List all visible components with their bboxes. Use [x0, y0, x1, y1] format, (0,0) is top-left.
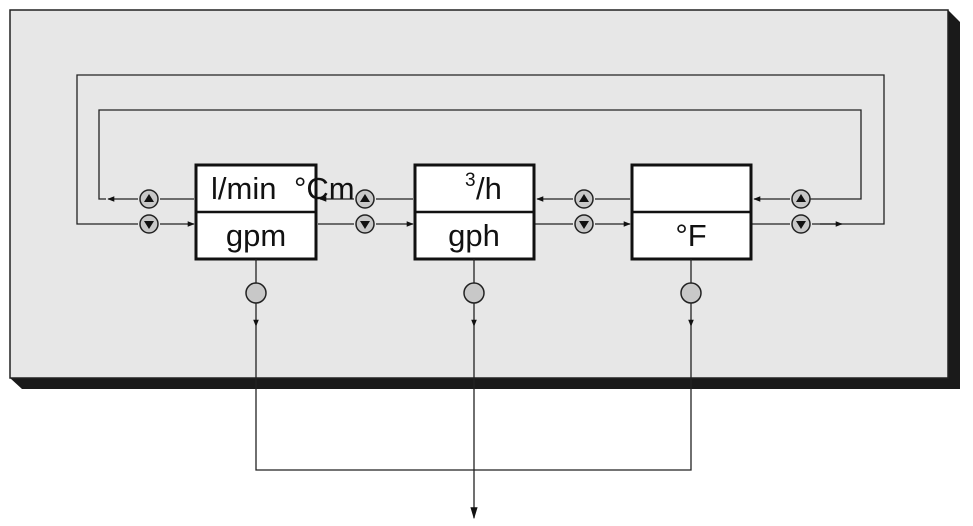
up-arrow-button-icon [574, 189, 594, 209]
outer-loop-line [76, 74, 885, 225]
select-circle-icon [463, 282, 485, 304]
select-circle-icon [680, 282, 702, 304]
down-arrow-button-icon [791, 214, 811, 234]
unit-box-3 [630, 163, 753, 261]
up-arrow-button-icon [139, 189, 159, 209]
up-arrow-button-icon [791, 189, 811, 209]
box-2-top-label: /h [476, 171, 502, 206]
box-1-top-label: l/min [211, 171, 276, 206]
down-arrow-button-icon [574, 214, 594, 234]
box-3-bottom-label: °F [675, 218, 706, 253]
box-2-bottom-label: gph [448, 218, 500, 253]
box-2-top-superscript: 3 [465, 170, 476, 191]
select-circle-icon [245, 282, 267, 304]
box-1-bottom-label: gpm [226, 218, 286, 253]
down-arrow-button-icon [355, 214, 375, 234]
inner-loop-line [98, 109, 862, 200]
up-arrow-button-icon [355, 189, 375, 209]
down-arrow-button-icon [139, 214, 159, 234]
unit-box-2 [413, 163, 536, 261]
box-1-top-overflow-label: °Cm [294, 171, 355, 206]
unit-box-1 [194, 163, 318, 261]
